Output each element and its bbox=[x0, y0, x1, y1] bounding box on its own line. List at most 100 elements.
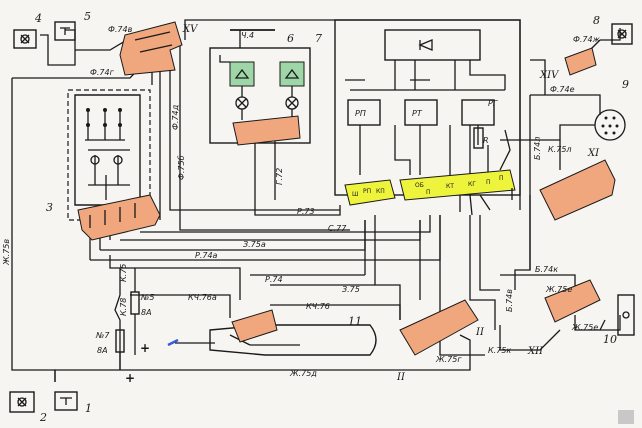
label-xii: XII bbox=[527, 346, 544, 357]
label-f75b: Ф.75б bbox=[177, 155, 186, 180]
label-b74v: Б.74в bbox=[505, 289, 514, 312]
label-k75k: К.75к bbox=[488, 346, 511, 355]
wire-zh75g bbox=[439, 340, 485, 356]
component-11 bbox=[209, 324, 377, 356]
label-c5: 5 bbox=[84, 10, 91, 23]
wire-f74zh bbox=[530, 59, 546, 95]
label-c7: 7 bbox=[315, 32, 322, 45]
connector-xv bbox=[119, 21, 183, 76]
connector-ii-right bbox=[399, 299, 479, 356]
label-r73: Р.73 bbox=[297, 207, 315, 216]
label-fuse5: №5 bbox=[140, 293, 154, 302]
wire-zh75d bbox=[54, 334, 471, 382]
label-c9: 9 bbox=[622, 78, 629, 91]
connector-block3 bbox=[77, 194, 161, 241]
label-r74: Р.74 bbox=[265, 275, 283, 284]
label-fuse7: №7 bbox=[95, 331, 110, 340]
label-c10: 10 bbox=[603, 333, 617, 346]
label-xiv: XIV bbox=[539, 70, 560, 81]
label-c1: 1 bbox=[85, 402, 92, 415]
pin-kp: КП bbox=[376, 188, 385, 195]
button-left bbox=[229, 61, 255, 87]
label-rg: РГ bbox=[488, 99, 498, 108]
block-3-switches bbox=[85, 108, 130, 200]
relay-rt bbox=[404, 99, 438, 126]
label-b74l: Б.74л bbox=[533, 137, 542, 160]
pin-p1: П bbox=[426, 189, 431, 196]
pin-rp: РП bbox=[363, 188, 371, 195]
label-s77: С.77 bbox=[328, 224, 347, 233]
wire-s77 bbox=[140, 215, 431, 233]
rectifier-box bbox=[384, 29, 481, 61]
label-c4: 4 bbox=[34, 12, 42, 25]
pin-sh: Ш bbox=[352, 191, 358, 198]
plus-sign-b: + bbox=[125, 371, 135, 385]
label-rp: РП bbox=[355, 109, 366, 118]
label-ii-a: II bbox=[475, 327, 485, 338]
label-f74v: Ф.74в bbox=[108, 25, 133, 34]
label-ch4: Ч.4 bbox=[241, 31, 254, 40]
label-k75l: К.75л bbox=[548, 145, 572, 154]
switch-5-icon bbox=[54, 21, 76, 41]
wire-zh75v bbox=[11, 78, 56, 382]
headlamp-4-icon bbox=[13, 29, 37, 49]
watermark-icon bbox=[618, 410, 634, 424]
label-r74a: Р.74а bbox=[195, 251, 218, 260]
pin-ob: ОБ bbox=[415, 182, 424, 189]
label-c8: 8 bbox=[593, 14, 600, 27]
label-ii-b: II bbox=[396, 372, 406, 383]
label-zh75d: Ж.75д bbox=[289, 369, 317, 378]
headlamp-8-icon bbox=[611, 23, 633, 45]
wire-b74k bbox=[500, 274, 576, 290]
label-rt: РТ bbox=[412, 109, 423, 118]
connector-xii bbox=[544, 279, 601, 323]
button-right bbox=[279, 61, 305, 87]
wire-kch76 bbox=[270, 304, 401, 320]
label-z75a: З.75а bbox=[243, 240, 266, 249]
connector-xi bbox=[539, 159, 616, 221]
label-b74k: Б.74к bbox=[535, 265, 558, 274]
label-c6: 6 bbox=[287, 32, 294, 45]
label-xv: XV bbox=[182, 24, 199, 35]
terminal-block-right bbox=[399, 169, 516, 201]
label-xi: XI bbox=[587, 148, 600, 159]
pin-kt: КТ bbox=[446, 183, 454, 190]
label-fuse7-rating: 8А bbox=[97, 346, 108, 355]
label-k78: К.78 bbox=[119, 298, 128, 316]
label-r: R bbox=[483, 136, 489, 145]
label-c3: 3 bbox=[46, 201, 53, 214]
label-f74zh: Ф.74ж bbox=[573, 35, 601, 44]
label-zh75g: Ж.75г bbox=[435, 355, 462, 364]
pin-kg: КГ bbox=[468, 181, 476, 188]
pin-p3: П bbox=[499, 175, 504, 182]
label-g72: Г.72 bbox=[275, 168, 284, 185]
resistor-r bbox=[473, 127, 484, 149]
label-zh75e-b: Ж.75е bbox=[571, 323, 598, 332]
label-c11: 11 bbox=[348, 315, 362, 328]
pin-p2: П bbox=[486, 179, 491, 186]
label-f74g: Ф.74г bbox=[90, 68, 115, 77]
label-kch76a: КЧ.76а bbox=[188, 293, 217, 302]
switch-1-icon bbox=[54, 391, 78, 411]
headlamp-2-icon bbox=[9, 391, 35, 413]
terminal-block-left bbox=[344, 179, 396, 206]
connector-block6 bbox=[232, 115, 301, 146]
wire-f74e bbox=[530, 94, 601, 115]
relay-rp bbox=[347, 99, 381, 126]
wire-kch76a bbox=[130, 294, 231, 318]
label-c2: 2 bbox=[39, 411, 47, 424]
label-f74e: Ф.74е bbox=[550, 85, 575, 94]
switch-10-icon bbox=[617, 294, 635, 336]
label-k75: К.75 bbox=[119, 264, 128, 282]
label-zh75e-a: Ж.75е bbox=[545, 285, 572, 294]
label-fuse5-rating: 8А bbox=[141, 308, 152, 317]
label-f74d: Ф.74д bbox=[171, 104, 180, 130]
plus-sign-a: + bbox=[140, 341, 150, 355]
wire-r73 bbox=[254, 140, 341, 216]
label-z75: З.75 bbox=[342, 285, 360, 294]
label-kch76: КЧ.76 bbox=[306, 302, 330, 311]
label-zh75v: Ж.75в bbox=[2, 239, 11, 266]
connector-ii-left bbox=[231, 309, 278, 343]
